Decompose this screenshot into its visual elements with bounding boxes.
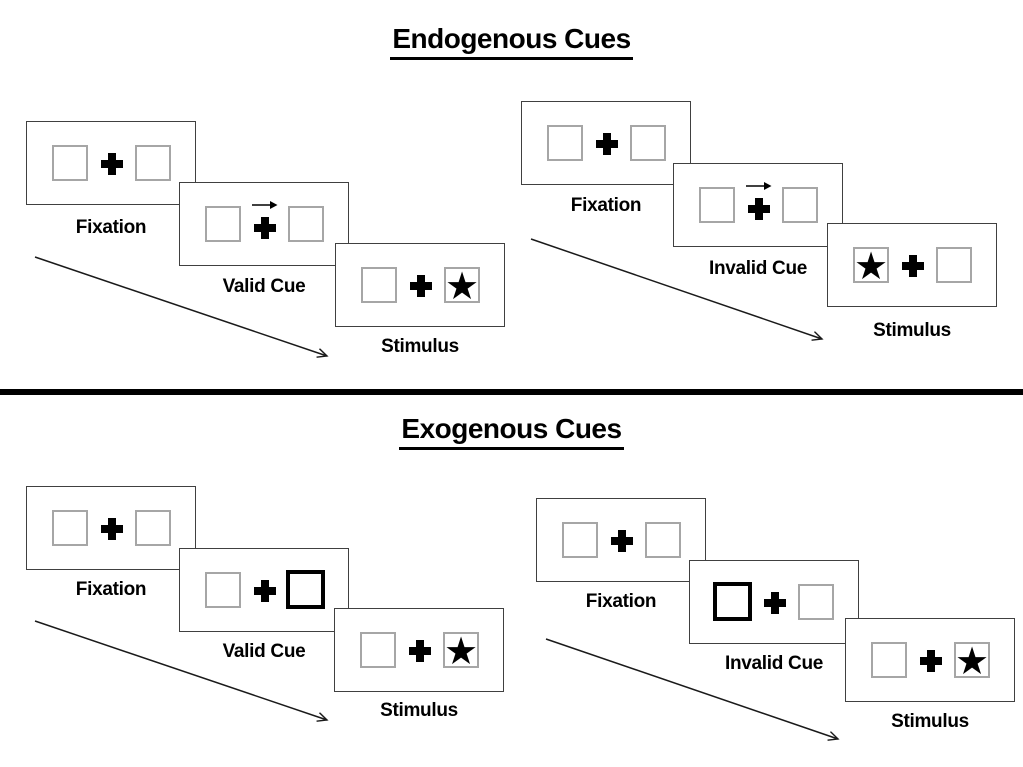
cue-card <box>673 163 843 247</box>
exogenous-section-title: Exogenous Cues <box>0 413 1023 450</box>
stimulus-label: Stimulus <box>381 336 459 357</box>
left-box <box>52 510 88 546</box>
right-box <box>288 206 324 242</box>
left-box <box>547 125 583 161</box>
star-icon: ★ <box>853 244 889 288</box>
cue-card <box>689 560 859 644</box>
endogenous-section-title: Endogenous Cues <box>0 23 1023 60</box>
left-box <box>205 206 241 242</box>
star-icon: ★ <box>954 639 990 683</box>
plus-icon <box>254 217 276 239</box>
fixation-label: Fixation <box>75 217 147 238</box>
stimulus-label: Stimulus <box>380 700 458 721</box>
left-box: ★ <box>853 244 889 288</box>
plus-icon <box>920 650 942 672</box>
cue-highlight-box <box>713 582 752 621</box>
fixation-label: Fixation <box>570 195 642 216</box>
plus-icon <box>409 640 431 662</box>
right-box <box>782 187 818 223</box>
right-box <box>798 584 834 620</box>
cue-label: Valid Cue <box>222 641 306 662</box>
cue-label: Invalid Cue <box>724 653 824 674</box>
right-box <box>645 522 681 558</box>
right-box <box>135 510 171 546</box>
fixation-card <box>26 486 196 570</box>
plus-icon <box>764 592 786 614</box>
plus-icon <box>611 530 633 552</box>
endogenous-title-text: Endogenous Cues <box>390 23 633 60</box>
cue-label: Invalid Cue <box>708 258 808 279</box>
cue-card <box>179 548 349 632</box>
exogenous-title-text: Exogenous Cues <box>399 413 624 450</box>
right-box <box>630 125 666 161</box>
cue-card <box>179 182 349 266</box>
endo-valid-time-arrow <box>34 256 327 356</box>
right-box <box>936 247 972 283</box>
fixation-label: Fixation <box>75 579 147 600</box>
endo-invalid-time-arrow <box>530 238 822 339</box>
right-box <box>135 145 171 181</box>
cue-label: Valid Cue <box>222 276 306 297</box>
fixation-card <box>26 121 196 205</box>
stimulus-card: ★ <box>845 618 1015 702</box>
left-box <box>562 522 598 558</box>
left-box <box>205 572 241 608</box>
stimulus-card: ★ <box>827 223 997 307</box>
plus-icon <box>748 198 770 220</box>
star-icon: ★ <box>444 264 480 308</box>
left-box <box>871 642 907 678</box>
plus-icon <box>902 255 924 277</box>
plus-icon <box>596 133 618 155</box>
fixation-label: Fixation <box>585 591 657 612</box>
stimulus-card: ★ <box>334 608 504 692</box>
right-box: ★ <box>443 629 479 673</box>
stimulus-card: ★ <box>335 243 505 327</box>
plus-icon <box>254 580 276 602</box>
plus-icon <box>101 518 123 540</box>
left-box <box>52 145 88 181</box>
plus-icon <box>101 153 123 175</box>
exo-valid-time-arrow <box>34 620 327 720</box>
star-icon: ★ <box>443 629 479 673</box>
stimulus-label: Stimulus <box>891 711 969 732</box>
fixation-card <box>521 101 691 185</box>
plus-icon <box>410 275 432 297</box>
section-divider <box>0 389 1023 395</box>
cue-highlight-box <box>286 570 325 609</box>
right-box: ★ <box>954 639 990 683</box>
left-box <box>699 187 735 223</box>
left-box <box>360 632 396 668</box>
left-box <box>361 267 397 303</box>
cue-arrow-icon <box>252 201 278 209</box>
stimulus-label: Stimulus <box>873 320 951 341</box>
cue-arrow-icon <box>746 182 772 190</box>
fixation-card <box>536 498 706 582</box>
right-box: ★ <box>444 264 480 308</box>
